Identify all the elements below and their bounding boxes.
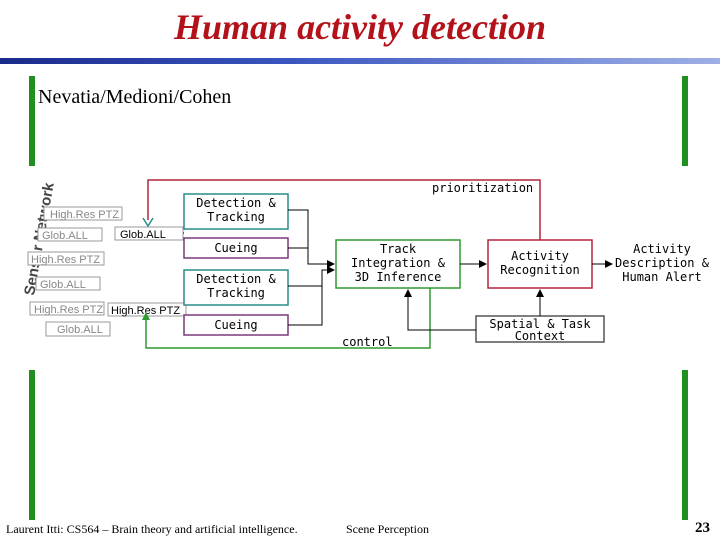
activity-recognition-box [487,239,593,289]
detection-1-line-1: Detection & [196,196,276,210]
control-loop [142,288,431,349]
spatial-context-box [475,315,605,343]
sensor-label: High.Res PTZ [34,304,103,316]
slide-title: Human activity detection [174,7,546,47]
cueing-1-label: Cueing [214,241,257,255]
activity-detection-diagram: Sensor Network High.Res PTZ Glob.ALL Hig… [21,179,710,349]
detection-tracking-box-1 [183,193,289,230]
activity-recognition-line-2: Recognition [500,263,579,277]
left-bottom-green-bar [29,370,35,520]
right-top-green-bar [682,76,688,166]
sensor-label: High.Res PTZ [50,209,119,221]
left-top-green-bar [29,76,35,166]
detection-tracking-box-2 [183,269,289,306]
output-line-2: Description & [615,256,710,270]
page-number: 23 [695,520,710,536]
detection-1-line-2: Tracking [207,210,265,224]
prioritization-arrowhead [142,217,154,228]
prioritization-loop [147,179,541,240]
spatial-context-line-2: Context [515,329,566,343]
sensor-label: Glob.ALL [40,279,86,291]
activity-recognition-line-1: Activity [511,249,569,263]
track-integration-line-2: Integration & [351,256,446,270]
sensor-out-top-label: Glob.ALL [120,229,166,241]
sensor-out-bottom-label: High.Res PTZ [111,305,180,317]
output-line-1: Activity [633,242,691,256]
slide-subtitle: Nevatia/Medioni/Cohen [38,86,232,108]
track-integration-line-1: Track [380,242,417,256]
control-label: control [342,335,393,349]
sensor-list: High.Res PTZ Glob.ALL High.Res PTZ Glob.… [27,206,123,337]
cueing-2-label: Cueing [214,318,257,332]
footer-course: Laurent Itti: CS564 – Brain theory and a… [6,522,298,536]
sensor-label: Glob.ALL [42,230,88,242]
context-to-track-arrow [404,289,476,331]
output-line-3: Human Alert [622,270,701,284]
detection-2-line-1: Detection & [196,272,276,286]
sensor-label: High.Res PTZ [31,254,100,266]
detection-2-line-2: Tracking [207,286,265,300]
title-underline [0,58,720,64]
prioritization-label: prioritization [432,181,533,195]
track-integration-line-3: 3D Inference [355,270,442,284]
spatial-context-line-1: Spatial & Task [489,317,591,331]
footer-topic: Scene Perception [346,522,429,536]
track-integration-box [335,239,461,289]
right-bottom-green-bar [682,370,688,520]
sensor-label: Glob.ALL [57,324,103,336]
detection-bus [288,209,335,326]
